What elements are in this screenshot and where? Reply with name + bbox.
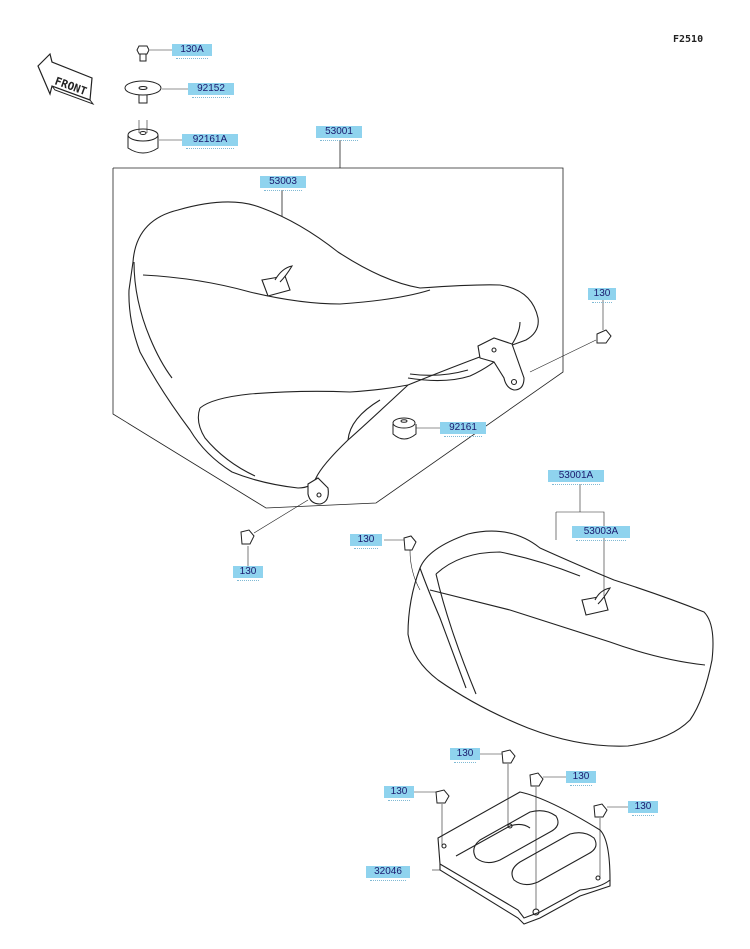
second-seat-drawing: [407, 484, 714, 747]
callout-92161[interactable]: 92161: [440, 422, 486, 437]
damper-92161-icon: [392, 417, 440, 440]
washer-92152-icon: [124, 80, 188, 104]
callout-92152[interactable]: 92152: [188, 83, 234, 98]
bolt-seat2-icon: [384, 535, 421, 591]
callout-130-seat-right[interactable]: 130: [588, 288, 616, 303]
main-seat-drawing: [128, 201, 597, 505]
callout-130-seat-left[interactable]: 130: [233, 566, 263, 581]
bolt-seat-left-icon: [240, 499, 309, 566]
plate-32046-drawing: [432, 791, 611, 925]
bolt-seat-right-icon: [596, 300, 612, 344]
front-arrow-icon: FRONT: [37, 52, 95, 106]
callout-130-seat2[interactable]: 130: [350, 534, 382, 549]
bolt-130a-icon: [136, 45, 172, 62]
callout-92161a[interactable]: 92161A: [182, 134, 238, 149]
callout-53003[interactable]: 53003: [260, 176, 306, 191]
callout-32046[interactable]: 32046: [366, 866, 410, 881]
figure-code: F2510: [673, 34, 704, 45]
callout-130-plate-4[interactable]: 130: [628, 801, 658, 816]
callout-130-plate-2[interactable]: 130: [566, 771, 596, 786]
plate-bolts-icon: [414, 749, 628, 910]
callout-130-plate-3[interactable]: 130: [384, 786, 414, 801]
callout-53003a[interactable]: 53003A: [572, 526, 630, 541]
callout-53001[interactable]: 53001: [316, 126, 362, 141]
callout-130a[interactable]: 130A: [172, 44, 212, 59]
callout-130-plate-1[interactable]: 130: [450, 748, 480, 763]
damper-92161a-icon: [127, 120, 182, 154]
callout-53001a[interactable]: 53001A: [548, 470, 604, 485]
